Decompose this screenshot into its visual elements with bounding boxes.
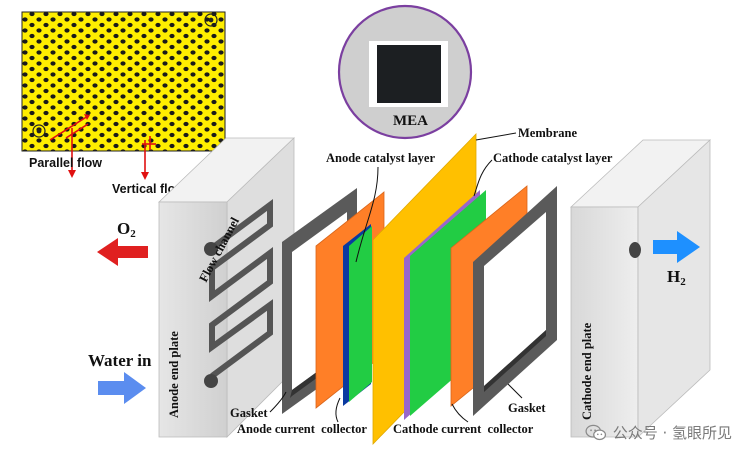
- vertical-flow-arrows: [141, 136, 156, 180]
- cathode-end-plate-label: Cathode end plate: [580, 322, 594, 420]
- membrane-label: Membrane: [518, 126, 577, 140]
- port-top-right-icon: [204, 13, 218, 27]
- mea-square: [377, 45, 441, 103]
- watermark: 公众号 · 氢眼所见: [585, 422, 732, 443]
- anode-catalyst-layer: [343, 224, 372, 406]
- water-in-arrow: [98, 372, 146, 404]
- cathode-end-plate: Cathode end plate: [569, 139, 712, 438]
- gasket-right-leader: [507, 383, 523, 399]
- cathode-current-collector-label: Cathode current collector: [393, 422, 534, 436]
- cathode-catalyst-leader: [473, 159, 493, 197]
- membrane-leader: [475, 132, 517, 141]
- parallel-flow-arrows: [49, 114, 90, 178]
- o2-label: O2: [117, 219, 136, 240]
- cathode-collector-leader: [451, 403, 469, 423]
- mea-photo: MEA: [337, 4, 473, 140]
- anode-end-plate: Flow channel Anode end plate: [158, 137, 295, 438]
- cathode-catalyst-layer-label: Cathode catalyst layer: [493, 151, 613, 165]
- wechat-icon: [585, 424, 606, 440]
- anode-collector-leader: [335, 397, 341, 423]
- mea-label: MEA: [393, 113, 428, 129]
- cathode-gasket: [473, 186, 557, 416]
- flow-channel-path: [209, 199, 273, 379]
- anode-catalyst-layer-label: Anode catalyst layer: [326, 151, 435, 165]
- watermark-text: 公众号 · 氢眼所见: [612, 424, 732, 442]
- anode-current-collector-label: Anode current collector: [237, 422, 367, 436]
- anode-catalyst-leader: [355, 166, 379, 263]
- o2-arrow: [97, 238, 148, 266]
- h2-arrow: [653, 231, 700, 263]
- gasket-left-leader: [269, 391, 287, 413]
- port-bottom-left-icon: [32, 124, 46, 138]
- water-in-label: Water in: [88, 351, 152, 370]
- anode-end-plate-label: Anode end plate: [167, 331, 181, 418]
- flow-field-pattern: [21, 11, 226, 152]
- gasket-left-label: Gasket: [230, 406, 268, 420]
- h2-label: H2: [667, 267, 686, 288]
- vertical-flow-label: Vertical flow: [112, 182, 185, 196]
- parallel-flow-label: Parallel flow: [29, 156, 102, 170]
- gasket-right-label: Gasket: [508, 401, 546, 415]
